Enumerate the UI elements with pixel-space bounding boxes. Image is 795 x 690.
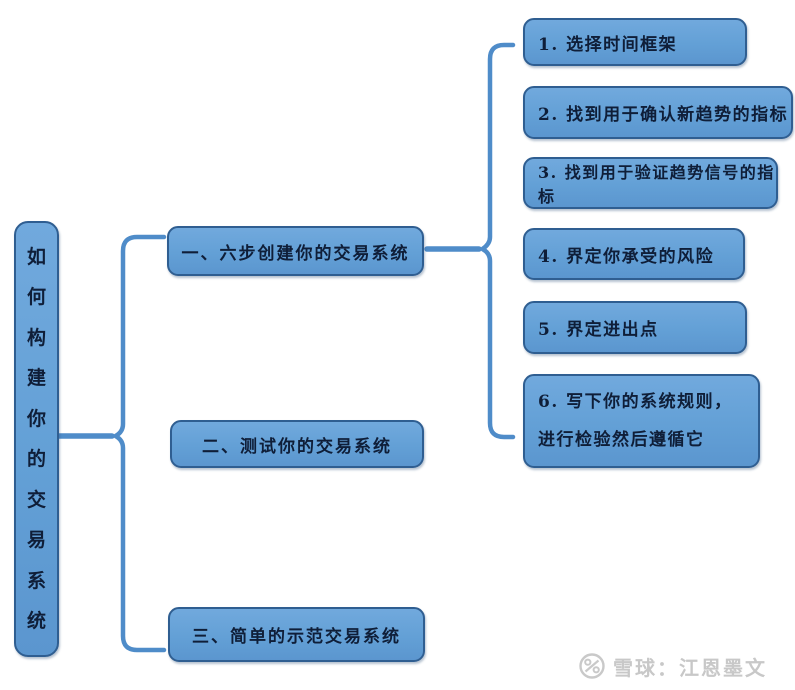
step-node-4: 4. 界定你承受的风险 <box>523 228 745 280</box>
connector-root-bracket <box>113 234 167 653</box>
connector-node1-bracket <box>480 42 516 440</box>
branch-node-3: 三、简单的示范交易系统 <box>168 607 425 662</box>
step-node-1-label: 1. 选择时间框架 <box>538 34 678 55</box>
step-node-5: 5. 界定进出点 <box>523 301 747 354</box>
watermark: 雪球：江恩墨文 <box>578 651 767 681</box>
watermark-text: 雪球：江恩墨文 <box>613 655 767 680</box>
step-node-1: 1. 选择时间框架 <box>523 18 747 66</box>
step-node-5-label: 5. 界定进出点 <box>538 320 659 340</box>
step-node-2: 2. 找到用于确认新趋势的指标 <box>523 86 793 139</box>
xueqiu-logo-icon <box>579 653 605 679</box>
branch-node-2: 二、测试你的交易系统 <box>170 420 424 468</box>
step-node-3-label: 3. 找到用于验证趋势信号的指标 <box>538 163 775 206</box>
step-node-2-label: 2. 找到用于确认新趋势的指标 <box>538 105 789 125</box>
root-node-label: 如何构建你的交易系统 <box>26 245 46 633</box>
branch-node-2-label: 二、测试你的交易系统 <box>202 436 392 457</box>
step-node-6-label-line2: 进行检验然后遵循它 <box>538 430 705 450</box>
root-node: 如何构建你的交易系统 <box>14 221 59 657</box>
step-node-6-label-line1: 6. 写下你的系统规则， <box>538 392 733 412</box>
branch-node-1-label: 一、六步创建你的交易系统 <box>181 243 410 264</box>
step-node-4-label: 4. 界定你承受的风险 <box>538 246 715 267</box>
branch-node-3-label: 三、简单的示范交易系统 <box>192 627 401 647</box>
branch-node-1: 一、六步创建你的交易系统 <box>167 226 424 276</box>
step-node-3: 3. 找到用于验证趋势信号的指标 <box>523 157 778 209</box>
step-node-6: 6. 写下你的系统规则， 进行检验然后遵循它 <box>523 374 760 468</box>
